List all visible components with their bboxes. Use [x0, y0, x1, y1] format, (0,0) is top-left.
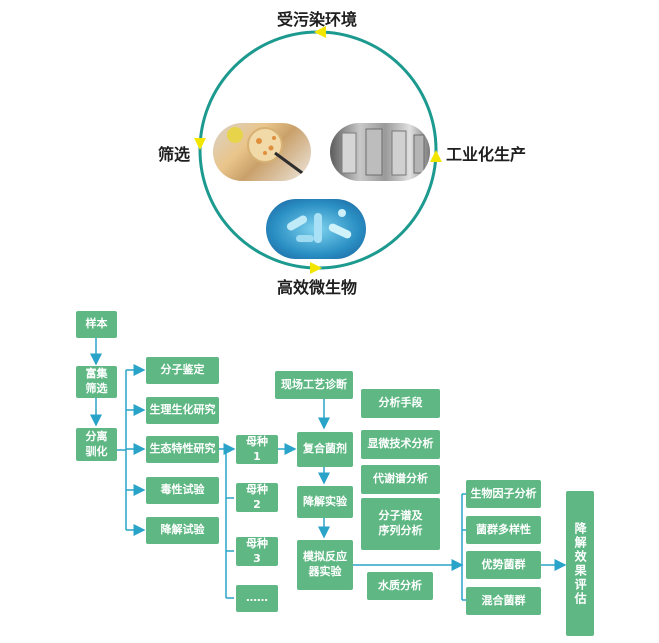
- ring-arrow-right: [430, 150, 442, 162]
- degradation-test-box: 降解试验: [146, 517, 219, 544]
- toxicity-test-box: 毒性试验: [146, 477, 219, 504]
- more-strains-box: ……: [236, 585, 278, 612]
- mother-strain-3-box: 母种 3: [236, 537, 278, 566]
- microbe-photo: [266, 199, 366, 259]
- bioreactor-photo: [330, 123, 430, 181]
- water-quality-box: 水质分析: [367, 572, 433, 600]
- physiology-biochemistry-box: 生理生化研究: [146, 397, 219, 424]
- molecular-sequence-box: 分子谱及 序列分析: [361, 498, 440, 550]
- community-diversity-box: 菌群多样性: [466, 516, 541, 544]
- composite-agent-box: 复合菌剂: [297, 432, 353, 467]
- molecular-identification-box: 分子鉴定: [146, 357, 219, 384]
- ring-arrow-left: [194, 138, 206, 150]
- mother-strain-1-box: 母种 1: [236, 435, 278, 464]
- mother-strain-2-box: 母种 2: [236, 483, 278, 512]
- mixed-community-box: 混合菌群: [466, 587, 541, 615]
- ecological-characteristics-box: 生态特性研究: [146, 436, 219, 463]
- biofactor-analysis-box: 生物因子分析: [466, 480, 541, 508]
- degradation-experiment-box: 降解实验: [297, 486, 353, 518]
- ring-arrow-bottom: [310, 262, 322, 274]
- microscopy-analysis-box: 显微技术分析: [361, 430, 440, 459]
- cycle-label-right: 工业化生产: [446, 145, 527, 164]
- cycle-label-top: 受污染环境: [277, 10, 358, 29]
- isolation-domestication-box: 分离 驯化: [76, 428, 117, 461]
- enrichment-screening-box: 富集 筛选: [76, 366, 117, 398]
- degradation-effect-evaluation-box: 降解效果评估: [566, 491, 594, 636]
- simulated-reactor-box: 模拟反应 器实验: [297, 540, 353, 590]
- petri-dish-photo: [213, 123, 311, 181]
- cycle-label-left: 筛选: [158, 145, 191, 164]
- analysis-methods-box: 分析手段: [361, 389, 440, 418]
- cycle-label-bottom: 高效微生物: [277, 278, 358, 297]
- site-process-diagnosis-box: 现场工艺诊断: [275, 371, 353, 399]
- dominant-community-box: 优势菌群: [466, 551, 541, 579]
- ring-arrow-top: [314, 26, 326, 38]
- sample-box: 样本: [76, 311, 117, 338]
- metabolic-profile-box: 代谢谱分析: [361, 465, 440, 494]
